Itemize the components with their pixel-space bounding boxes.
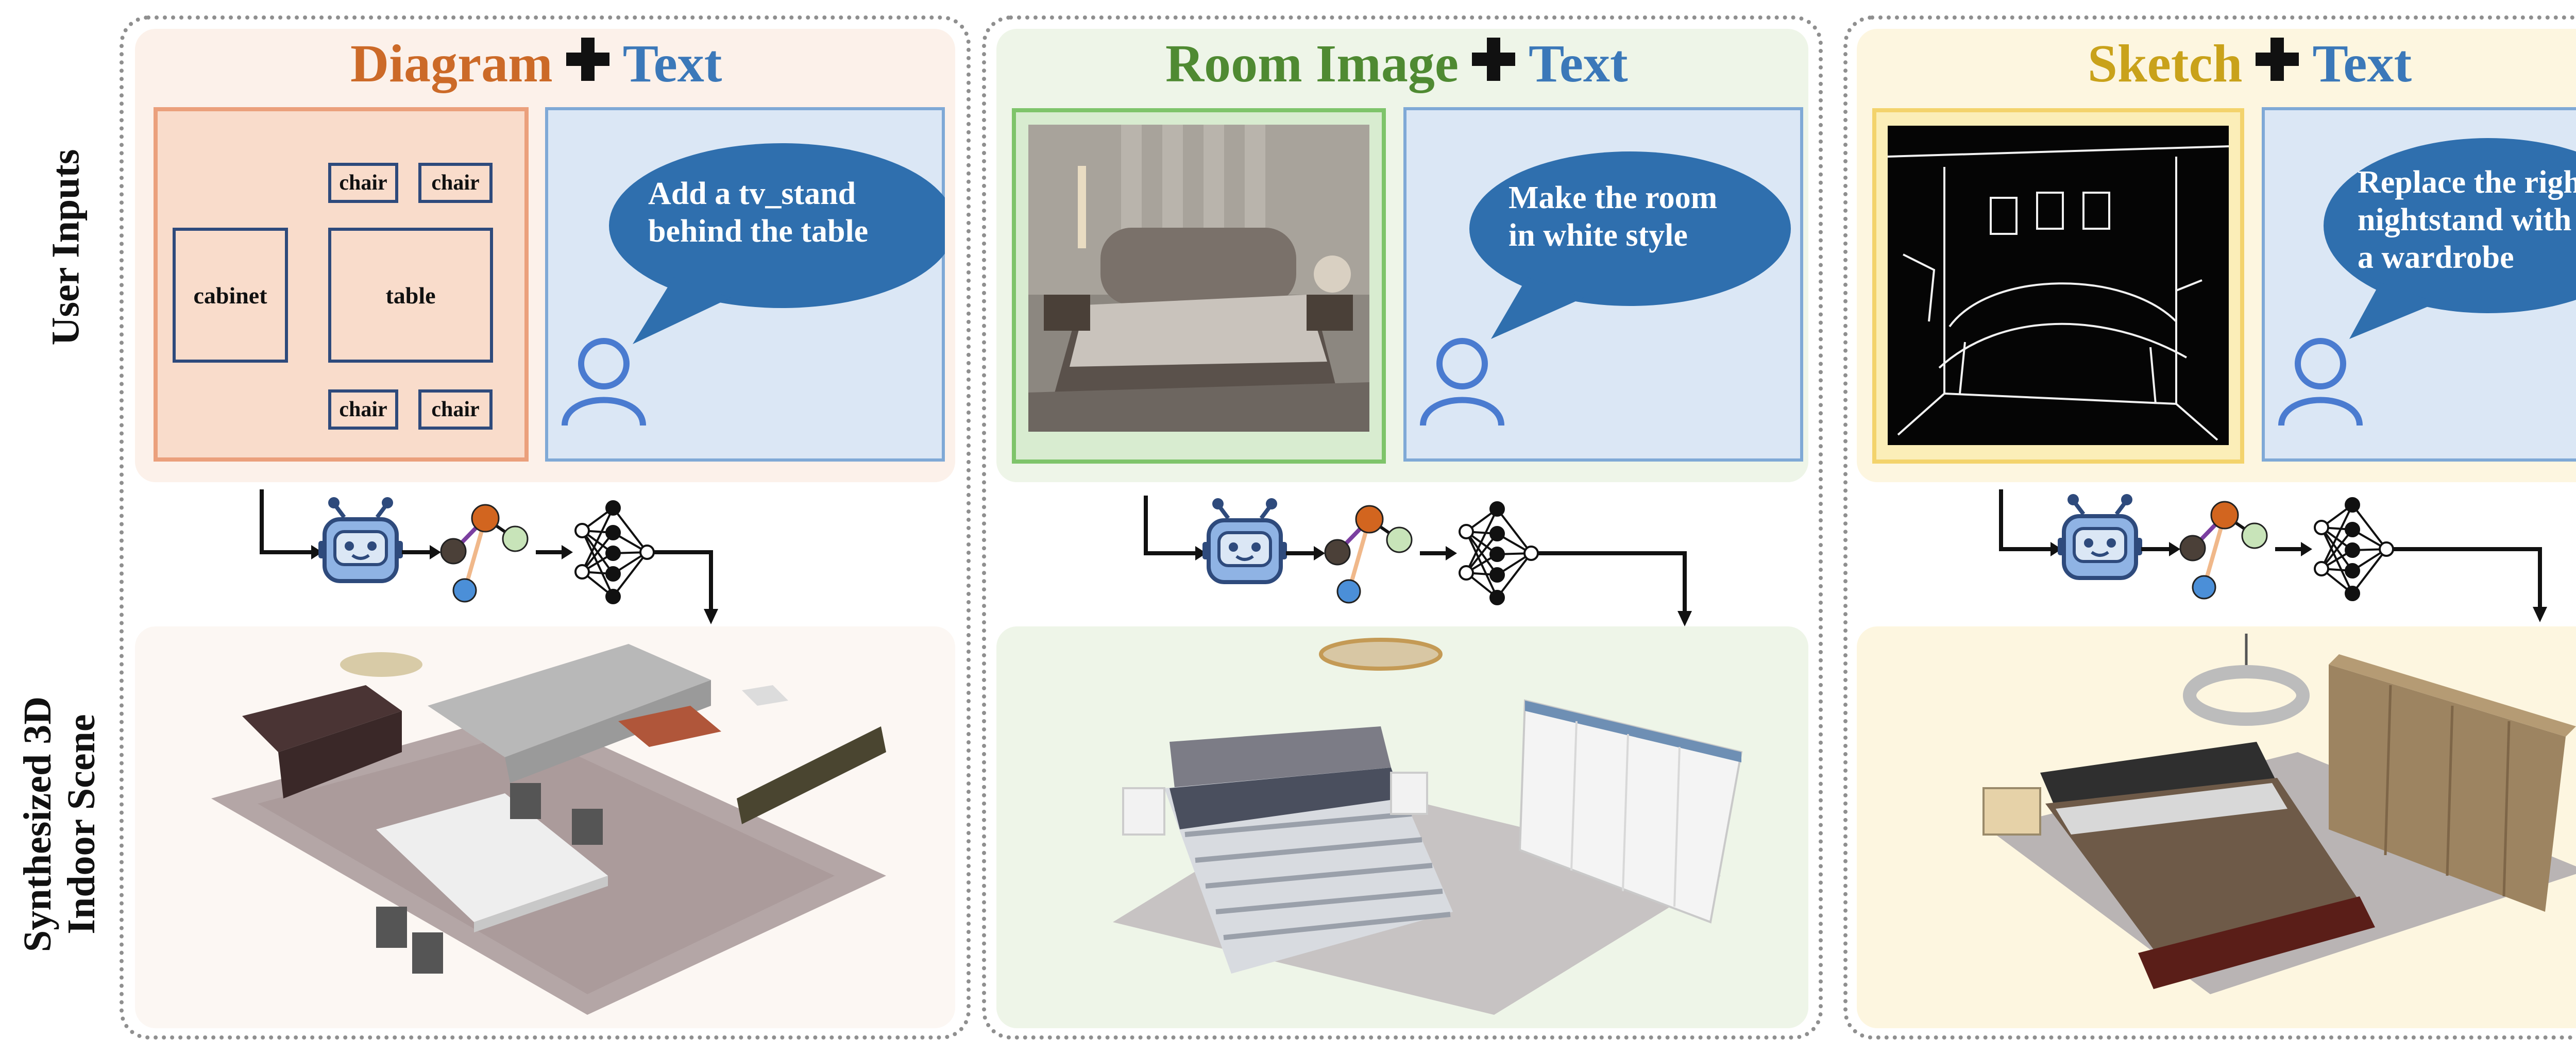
diagram-chair: chair [328, 163, 398, 203]
panel-diagram [120, 15, 971, 1040]
user-icon [562, 338, 646, 426]
title-text: Text [1529, 34, 1628, 93]
plus-icon [2253, 36, 2301, 92]
diagram-chair: chair [328, 389, 398, 430]
panel-room-title: Room Image Text [1165, 37, 1628, 97]
sketch-image [1888, 126, 2229, 445]
diagram-cabinet: cabinet [173, 228, 288, 363]
room-photo [1028, 125, 1369, 432]
plus-icon [564, 36, 612, 92]
prompt-text: Add a tv_stand behind the table [648, 176, 869, 249]
prompt-text: Make the room in white style [1509, 180, 1718, 253]
title-sketch: Sketch [2088, 34, 2243, 93]
plus-icon [1470, 36, 1517, 92]
neural-network-icon [2314, 497, 2394, 601]
diagram-chair: chair [418, 163, 493, 203]
pipeline-diagram [260, 489, 718, 624]
title-room-image: Room Image [1165, 34, 1459, 93]
scene-render-living-room [211, 644, 886, 1015]
row-label-user-inputs: User Inputs [44, 149, 88, 346]
prompt-text: Replace the right nightstand with a ward… [2358, 165, 2576, 276]
title-diagram: Diagram [350, 34, 553, 93]
user-icon [2278, 338, 2363, 426]
user-icon [1420, 338, 1504, 426]
diagram-chair: chair [418, 389, 493, 430]
row-label-synthesized-scene: Synthesized 3D Indoor Scene [15, 696, 103, 952]
title-text: Text [2312, 34, 2412, 93]
neural-network-icon [1459, 501, 1539, 605]
title-text: Text [622, 34, 722, 93]
graph-icon [440, 504, 529, 603]
graph-icon [1324, 505, 1413, 604]
panel-diagram-title: Diagram Text [350, 37, 722, 97]
panel-sketch [1843, 15, 2576, 1040]
pipeline-diagram [1999, 489, 2547, 622]
graph-icon [2179, 501, 2268, 600]
speech-bubble [1469, 151, 1791, 339]
speech-bubble [609, 143, 945, 344]
robot-icon [2058, 494, 2142, 580]
speech-bubble [2324, 138, 2576, 339]
neural-network-icon [574, 500, 655, 604]
scene-render-bedroom-white [1113, 638, 1743, 1015]
pipeline-diagram [1144, 496, 1692, 626]
robot-icon [318, 497, 403, 583]
panel-room-image [982, 15, 1823, 1040]
diagram-table: table [328, 228, 493, 363]
robot-icon [1202, 498, 1287, 584]
scene-render-bedroom-wardrobe [1982, 634, 2576, 994]
panel-sketch-title: Sketch Text [2088, 37, 2412, 97]
